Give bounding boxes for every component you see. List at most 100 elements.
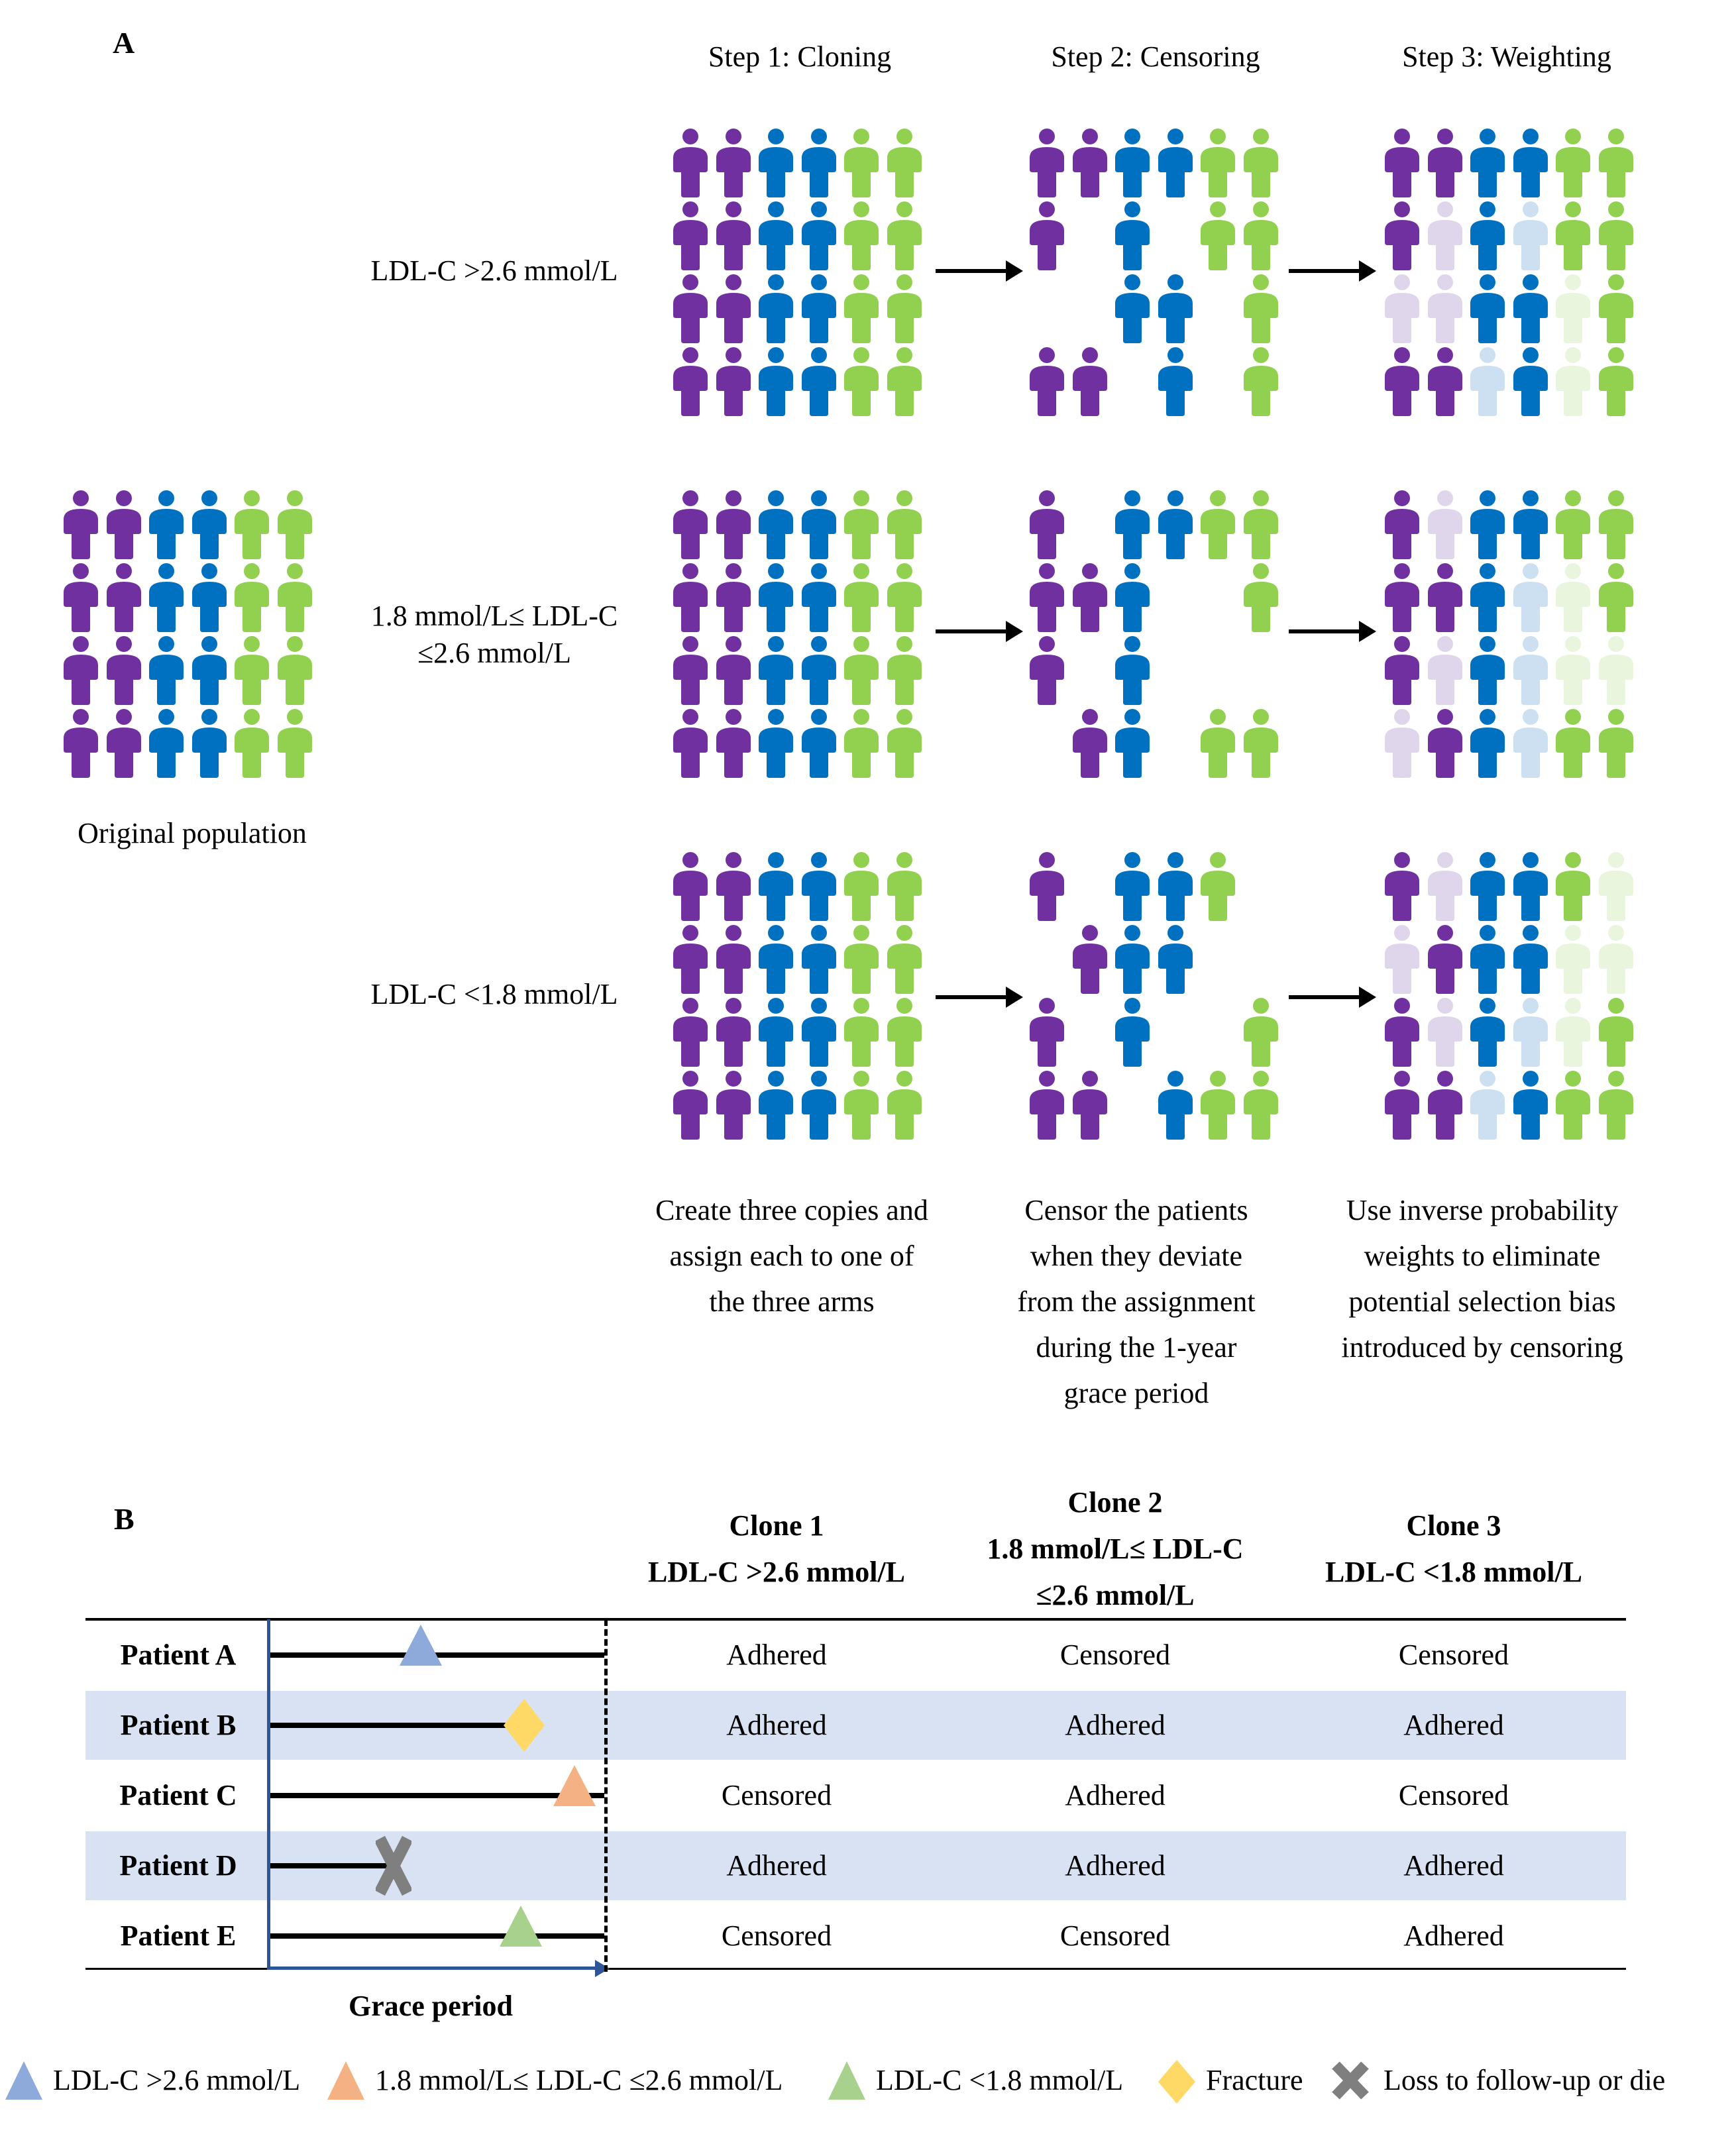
person-icon (1598, 490, 1633, 559)
person-icon (887, 709, 922, 778)
grace-period-label: Grace period (348, 1990, 514, 2022)
person-icon (759, 347, 793, 416)
follow-up-line (270, 1652, 604, 1658)
cloning-grid-1 (673, 129, 922, 416)
person-icon (1556, 852, 1590, 921)
person-icon (1385, 490, 1419, 559)
person-icon (1598, 636, 1633, 705)
person-icon (673, 998, 708, 1067)
person-icon (673, 563, 708, 632)
person-icon (1513, 563, 1548, 632)
person-icon (1427, 563, 1462, 632)
follow-up-line (270, 1863, 388, 1868)
person-icon (673, 274, 708, 343)
description-line: the three arms (709, 1285, 875, 1318)
table-top-rule (85, 1618, 1626, 1621)
person-icon (1072, 1071, 1107, 1140)
description-line: Create three copies and (655, 1194, 928, 1226)
person-icon (1385, 636, 1419, 705)
person-icon (1513, 709, 1548, 778)
person-icon (759, 274, 793, 343)
person-icon (106, 709, 141, 778)
person-icon (844, 274, 879, 343)
person-icon (1470, 709, 1505, 778)
arm-label-line: 1.8 mmol/L≤ LDL-C (370, 600, 618, 632)
grace-period-end-line (604, 1619, 608, 1972)
description-line: Use inverse probability (1346, 1194, 1619, 1226)
blue-triangle-icon (398, 1623, 443, 1670)
patient-label: Patient C (119, 1779, 237, 1811)
person-icon (1030, 490, 1064, 559)
arm-label-line: LDL-C <1.8 mmol/L (370, 978, 618, 1010)
person-icon (1030, 1071, 1064, 1140)
legend-label: Fracture (1206, 2064, 1303, 2096)
person-icon (1030, 347, 1064, 416)
arm-label-high: LDL-C >2.6 mmol/L (349, 252, 640, 290)
grace-period-axis (267, 1967, 598, 1970)
person-icon (277, 636, 312, 705)
person-icon (1201, 490, 1235, 559)
header-line: LDL-C >2.6 mmol/L (647, 1556, 906, 1588)
person-icon (1385, 1071, 1419, 1140)
status-cell: Adhered (1065, 1849, 1165, 1882)
person-icon (1598, 925, 1633, 994)
follow-up-line (270, 1793, 604, 1798)
person-icon (673, 347, 708, 416)
person-icon (844, 998, 879, 1067)
person-icon (759, 636, 793, 705)
person-icon (1427, 925, 1462, 994)
person-icon (1598, 998, 1633, 1067)
person-icon (1115, 636, 1150, 705)
yellow-diamond-icon (1158, 2060, 1195, 2104)
person-icon (1513, 852, 1548, 921)
person-icon (1598, 347, 1633, 416)
header-line: ≤2.6 mmol/L (1036, 1579, 1195, 1611)
person-icon (844, 563, 879, 632)
person-icon (887, 1071, 922, 1140)
person-icon (277, 709, 312, 778)
person-icon (1470, 274, 1505, 343)
person-icon (1115, 998, 1150, 1067)
panel-b-label: B (114, 1502, 135, 1536)
header-line: Clone 2 (1067, 1486, 1163, 1519)
green-triangle-icon (498, 1904, 543, 1951)
person-icon (673, 129, 708, 197)
person-icon (1158, 925, 1193, 994)
status-cell: Adhered (1065, 1779, 1165, 1811)
person-icon (191, 709, 227, 778)
person-icon (1243, 998, 1278, 1067)
person-icon (801, 852, 836, 921)
person-icon (1072, 709, 1107, 778)
person-icon (149, 563, 184, 632)
legend: LDL-C >2.6 mmol/L 1.8 mmol/L≤ LDL-C ≤2.6… (0, 2057, 1734, 2104)
person-icon (1385, 998, 1419, 1067)
person-icon (1470, 636, 1505, 705)
person-icon (673, 490, 708, 559)
description-line: from the assignment (1017, 1285, 1256, 1318)
person-icon (1115, 925, 1150, 994)
person-icon (1427, 852, 1462, 921)
person-icon (1030, 852, 1064, 921)
person-icon (1556, 274, 1590, 343)
status-cell: Adhered (726, 1639, 827, 1671)
person-icon (887, 636, 922, 705)
person-icon (1598, 201, 1633, 270)
status-cell: Adhered (1065, 1709, 1165, 1741)
person-icon (235, 563, 269, 632)
person-icon (801, 274, 836, 343)
person-icon (1513, 347, 1548, 416)
orange-triangle-icon (552, 1764, 597, 1811)
person-icon (716, 925, 751, 994)
person-icon (759, 852, 793, 921)
description-line: assign each to one of (669, 1240, 914, 1272)
person-icon (1115, 709, 1150, 778)
person-icon (673, 852, 708, 921)
person-icon (673, 636, 708, 705)
person-icon (887, 925, 922, 994)
person-icon (844, 852, 879, 921)
person-icon (801, 998, 836, 1067)
person-icon (887, 490, 922, 559)
person-icon (844, 1071, 879, 1140)
person-icon (1158, 852, 1193, 921)
person-icon (716, 129, 751, 197)
